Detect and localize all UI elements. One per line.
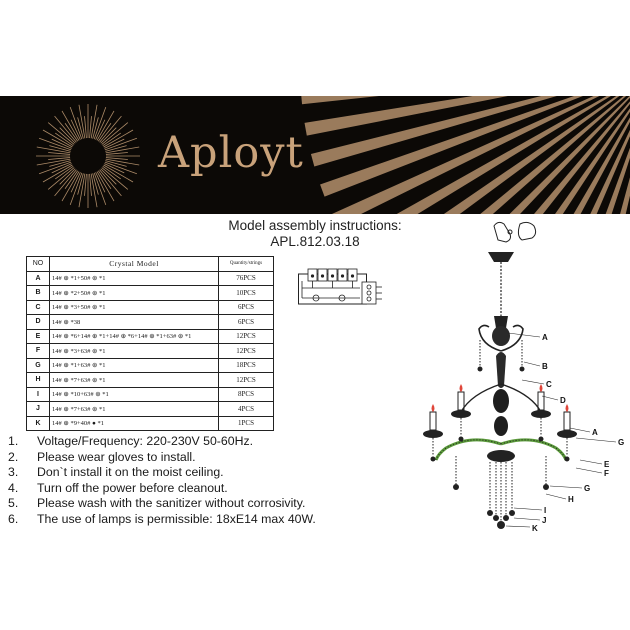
row-qty: 4PCS xyxy=(218,401,274,417)
notes-list: 1. Voltage/Frequency: 220-230V 50-60Hz. 2… xyxy=(8,434,316,527)
row-qty: 6PCS xyxy=(218,314,274,330)
row-no: F xyxy=(26,343,50,359)
label-d: D xyxy=(560,396,566,405)
list-item: 1. Voltage/Frequency: 220-230V 50-60Hz. xyxy=(8,434,316,450)
row-qty: 8PCS xyxy=(218,386,274,402)
table-header-row: NO Crystal Model Quantity/strings xyxy=(26,256,274,272)
banner-art xyxy=(36,96,630,214)
list-item: 2. Please wear gloves to install. xyxy=(8,450,316,466)
row-qty: 6PCS xyxy=(218,299,274,315)
wiring-diagram-icon xyxy=(298,268,382,305)
row-no: B xyxy=(26,285,50,301)
label-a: A xyxy=(542,333,548,342)
row-no: J xyxy=(26,401,50,417)
label-b: B xyxy=(542,362,548,371)
label-e: E xyxy=(604,460,610,469)
row-model: 14# ⊕ *10+63# ⊛ *1 xyxy=(49,386,219,402)
note-number: 6. xyxy=(8,511,19,526)
label-f: F xyxy=(604,469,609,478)
row-qty: 76PCS xyxy=(218,270,274,286)
header-model: Crystal Model xyxy=(49,256,219,272)
brand-name: Aployt xyxy=(158,128,304,178)
label-h: H xyxy=(568,495,574,504)
list-item: 3. Don`t install it on the moist ceiling. xyxy=(8,465,316,481)
note-number: 3. xyxy=(8,465,19,479)
header-qty: Quantity/strings xyxy=(218,256,274,272)
row-qty: 12PCS xyxy=(218,328,274,344)
row-qty: 12PCS xyxy=(218,343,274,359)
row-qty: 1PCS xyxy=(218,415,274,431)
row-no: C xyxy=(26,299,50,315)
row-model: 14# ⊕ *6+14# ⊕ *1+14# ⊕ *6+14# ⊕ *1+63# … xyxy=(49,328,219,344)
label-j: J xyxy=(542,516,546,525)
row-no: I xyxy=(26,386,50,402)
note-text: Don`t install it on the moist ceiling. xyxy=(37,465,224,479)
row-model: 14# ⊕ *38 xyxy=(49,314,219,330)
row-no: K xyxy=(26,415,50,431)
row-model: 14# ⊕ *3+63# ⊛ *1 xyxy=(49,343,219,359)
gloves-icon xyxy=(493,221,537,243)
label-g-lower: G xyxy=(584,484,590,493)
list-item: 6. The use of lamps is permissible: 18xE1… xyxy=(8,512,316,528)
list-item: 5. Please wash with the sanitizer without… xyxy=(8,496,316,512)
row-qty: 10PCS xyxy=(218,285,274,301)
row-no: A xyxy=(26,270,50,286)
row-qty: 18PCS xyxy=(218,357,274,373)
row-model: 14# ⊕ *2+50# ⊛ *1 xyxy=(49,285,219,301)
label-c: C xyxy=(546,380,552,389)
list-item: 4. Turn off the power before cleanout. xyxy=(8,481,316,497)
sunburst-logo-icon xyxy=(36,104,140,208)
row-model: 14# ⊕ *1+63# ⊛ *1 xyxy=(49,357,219,373)
row-model: 14# ⊕ *9+40# ● *1 xyxy=(49,415,219,431)
row-qty: 12PCS xyxy=(218,372,274,388)
row-model: 14# ⊕ *7+63# ⊛ *1 xyxy=(49,401,219,417)
label-a-lower: A xyxy=(592,428,598,437)
row-model: 14# ⊕ *1+50# ⊛ *1 xyxy=(49,270,219,286)
model-number: APL.812.03.18 xyxy=(270,234,360,249)
row-no: G xyxy=(26,357,50,373)
instructions-title: Model assembly instructions: xyxy=(228,218,402,233)
row-model: 14# ⊕ *7+63# ⊛ *1 xyxy=(49,372,219,388)
row-no: D xyxy=(26,314,50,330)
row-no: H xyxy=(26,372,50,388)
note-number: 1. xyxy=(8,434,19,448)
light-rays-icon xyxy=(301,96,630,214)
note-text: Please wash with the sanitizer without c… xyxy=(37,496,306,510)
note-number: 2. xyxy=(8,449,19,464)
note-text: Turn off the power before cleanout. xyxy=(37,480,228,495)
label-i: I xyxy=(544,506,546,515)
note-number: 5. xyxy=(8,496,19,510)
note-text: Please wear gloves to install. xyxy=(37,449,196,464)
label-k: K xyxy=(532,524,538,533)
label-g: G xyxy=(618,438,624,447)
note-text: Voltage/Frequency: 220-230V 50-60Hz. xyxy=(37,434,254,448)
row-no: E xyxy=(26,328,50,344)
note-number: 4. xyxy=(8,480,19,495)
brand-banner xyxy=(0,96,630,214)
row-model: 14# ⊕ *3+50# ⊛ *1 xyxy=(49,299,219,315)
chandelier-drawing-icon: A B C D A G E F G H I J K xyxy=(423,221,624,533)
note-text: The use of lamps is permissible: 18xE14 … xyxy=(37,511,316,526)
header-no: NO xyxy=(26,256,50,272)
